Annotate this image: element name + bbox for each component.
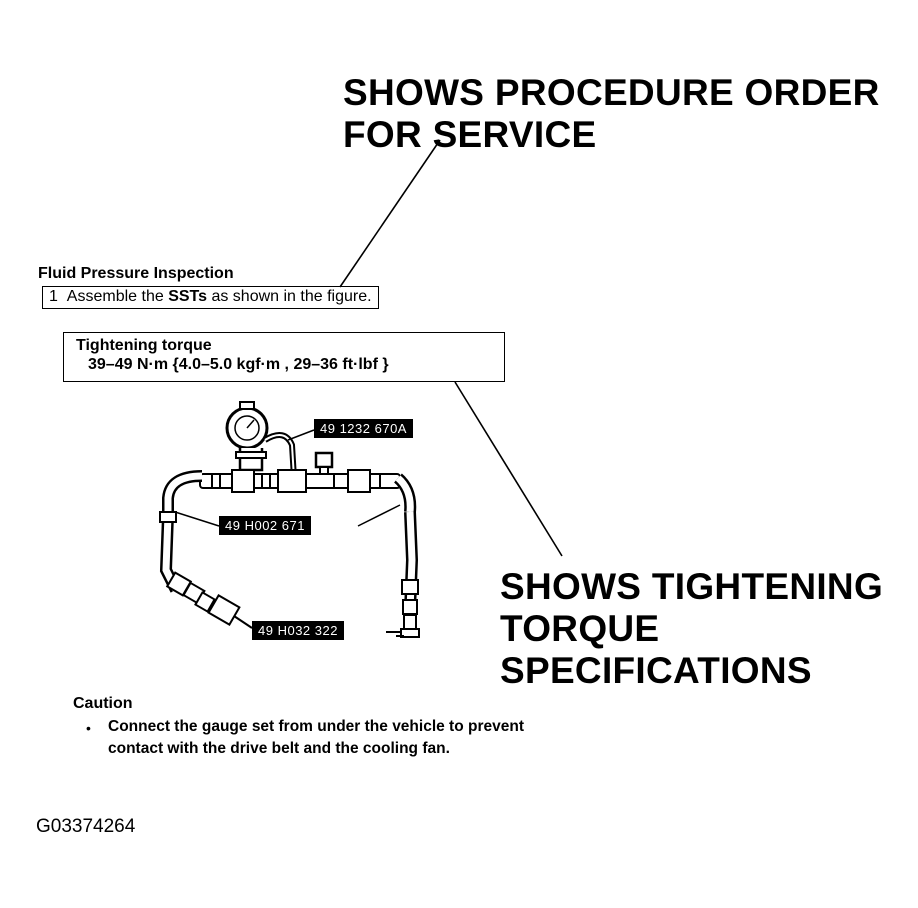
caution-text: Connect the gauge set from under the veh…	[108, 718, 524, 757]
torque-value: 39–49 N·m {4.0–5.0 kgf·m , 29–36 ft·lbf …	[88, 356, 389, 373]
step-number: 1	[49, 288, 58, 305]
callout-line: TORQUE	[500, 608, 660, 649]
torque-leader-line	[454, 381, 563, 557]
figure-id: G03374264	[36, 816, 136, 837]
callout-line: SHOWS TIGHTENING	[500, 566, 884, 607]
step-text-after: as shown in the figure.	[207, 288, 372, 305]
tool-label: 49 H002 671	[219, 516, 311, 535]
callout-line: SPECIFICATIONS	[500, 650, 812, 691]
procedure-leader-line	[339, 139, 441, 288]
torque-spec-box: Tightening torque 39–49 N·m {4.0–5.0 kgf…	[63, 332, 505, 382]
torque-callout: SHOWS TIGHTENING TORQUE SPECIFICATIONS	[500, 566, 883, 692]
tool-label: 49 1232 670A	[314, 419, 413, 438]
step-bold-term: SSTs	[168, 288, 208, 305]
step-text-before: Assemble the	[66, 288, 169, 305]
section-title: Fluid Pressure Inspection	[38, 265, 234, 282]
bullet-icon: •	[86, 720, 91, 736]
caution-title: Caution	[73, 695, 133, 712]
torque-label: Tightening torque	[76, 337, 212, 354]
tool-label: 49 H032 322	[252, 621, 344, 640]
procedure-order-callout: SHOWS PROCEDURE ORDER FOR SERVICE	[343, 72, 880, 156]
hose-assembly	[159, 401, 420, 638]
procedure-step-box: 1 Assemble the SSTs as shown in the figu…	[42, 286, 379, 309]
callout-line: SHOWS PROCEDURE ORDER	[343, 72, 880, 113]
callout-line: FOR SERVICE	[343, 114, 597, 155]
